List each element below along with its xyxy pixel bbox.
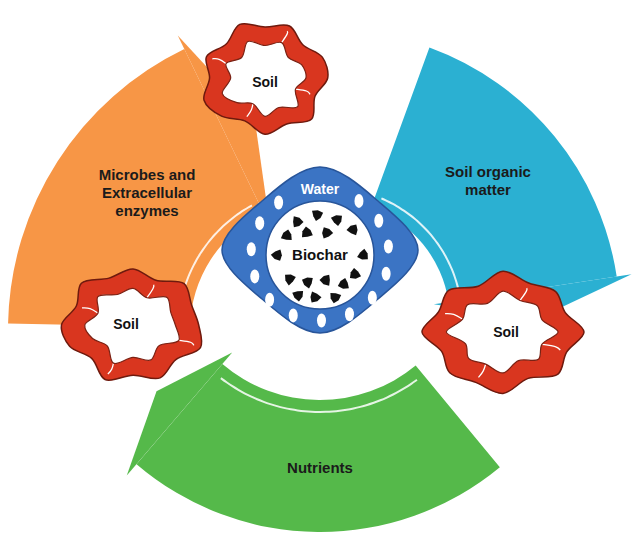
soil-outline	[204, 23, 328, 134]
water-droplet	[382, 267, 391, 281]
soil-crack	[542, 344, 560, 350]
soil-crack	[179, 340, 194, 345]
water-diamond: WaterBiochar	[220, 165, 420, 335]
water-diamond-shape	[222, 167, 418, 333]
text-holder: Soil organic matter	[429, 163, 547, 199]
water-droplet	[368, 291, 377, 305]
water-droplet	[265, 293, 274, 307]
soil-pore	[222, 41, 306, 116]
water-droplet	[374, 214, 383, 228]
water-droplet	[317, 314, 326, 328]
biochar-particle	[312, 210, 323, 221]
soil-crack	[108, 363, 114, 374]
soil-crack	[520, 288, 527, 300]
band-highlight	[221, 378, 417, 412]
biochar-particle	[320, 275, 330, 286]
biochar-particle	[302, 227, 313, 238]
node-label: Soil	[493, 324, 519, 341]
text-holder: Soil	[493, 324, 519, 341]
band-arrowhead	[127, 353, 232, 476]
biochar-particle	[271, 249, 282, 260]
water-body	[222, 167, 418, 333]
node-label: Nutrients	[260, 459, 380, 477]
soil-outline	[422, 271, 584, 393]
water-droplet	[354, 194, 363, 208]
water-droplet	[247, 242, 256, 256]
biochar-particle	[281, 230, 292, 240]
biochar-particle	[357, 249, 368, 260]
biochar-particle	[347, 224, 358, 235]
arrow-band-shape	[127, 353, 500, 532]
node-label: Soil	[113, 316, 139, 333]
soil-crack	[282, 31, 288, 42]
soil-crack	[82, 308, 98, 313]
text-holder: Soil	[252, 74, 278, 91]
water-droplet	[384, 239, 393, 253]
text-holder: Soil	[113, 316, 139, 333]
node-label: Soil	[252, 74, 278, 91]
water-droplet	[255, 216, 264, 230]
biochar-disc	[266, 201, 374, 309]
soil-aggregate: Soil	[195, 16, 335, 140]
biochar-particle	[292, 291, 303, 301]
text-holder: Biochar	[292, 246, 348, 264]
water-droplet	[274, 196, 283, 210]
soil-crack	[247, 104, 253, 117]
biochar-particle	[331, 215, 342, 226]
water-droplet	[345, 307, 354, 321]
soil-pore	[446, 291, 558, 373]
text-holder: Water	[301, 181, 339, 198]
biochar-particle	[310, 292, 321, 303]
soil-crack	[478, 364, 485, 377]
soil-crack	[295, 89, 310, 94]
water-droplet	[289, 308, 298, 322]
biochar-circle: Biochar	[265, 200, 375, 310]
soil-crack	[445, 314, 463, 320]
biochar-particle	[350, 268, 361, 279]
text-holder: Microbes and Extracellular enzymes	[87, 166, 207, 220]
biochar-circle-shape	[266, 201, 374, 309]
soil-outline	[61, 269, 201, 380]
soil-aggregate-shape	[61, 269, 201, 380]
biochar-particle	[330, 293, 341, 303]
node-label: Water	[301, 181, 339, 198]
biochar-particle	[285, 275, 296, 286]
node-label: Microbes and Extracellular enzymes	[87, 166, 207, 220]
biochar-particle	[302, 278, 313, 289]
soil-aggregate-shape	[422, 271, 584, 393]
soil-aggregate-shape	[204, 23, 328, 134]
biochar-particle	[322, 227, 333, 238]
soil-aggregate: Soil	[418, 266, 588, 398]
soil-pore	[85, 288, 180, 363]
biochar-particle	[338, 278, 349, 289]
water-droplet	[250, 269, 259, 283]
soil-aggregate: Soil	[56, 262, 210, 388]
text-holder: Nutrients	[260, 459, 380, 477]
node-label: Soil organic matter	[429, 163, 547, 199]
biochar-particle	[293, 216, 303, 227]
node-label: Biochar	[292, 246, 348, 264]
soil-crack	[147, 285, 154, 298]
soil-crack	[212, 59, 226, 64]
